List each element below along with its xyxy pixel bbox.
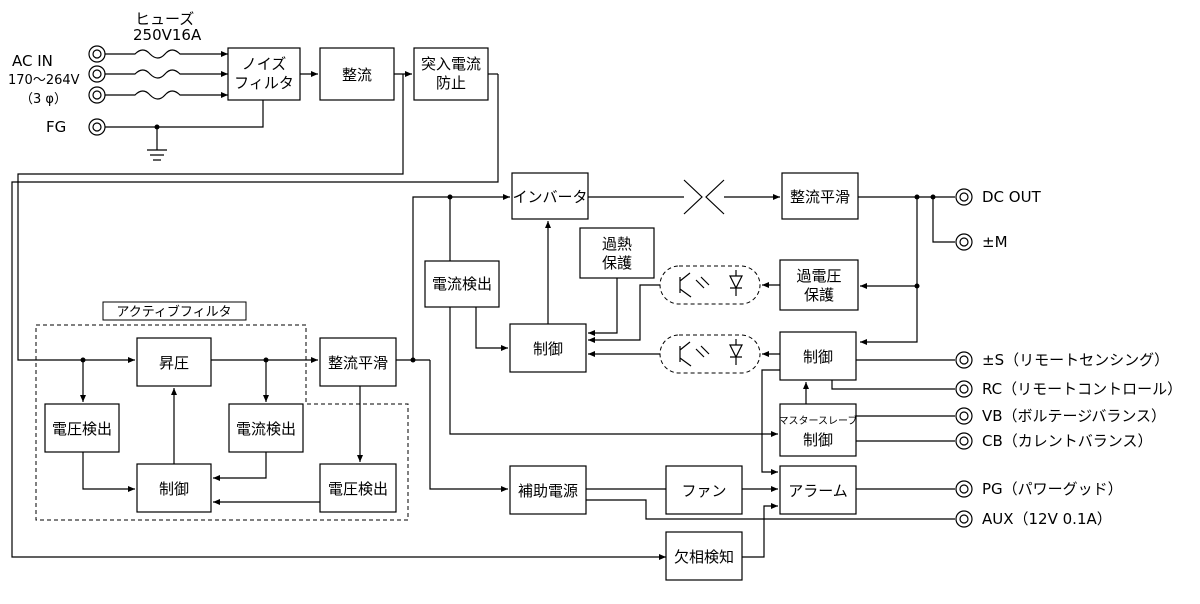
dc-out-label: DC OUT (982, 188, 1042, 206)
voltage-detect-block-2: 電圧検出 (319, 463, 397, 513)
terminal-pm-m (955, 233, 973, 251)
smoothing-block-2: 整流平滑 (781, 172, 859, 220)
svg-text:防止: 防止 (436, 74, 466, 92)
svg-text:マスタースレーブ: マスタースレーブ (779, 414, 858, 427)
af-voltage-detect-block: 電圧検出 (44, 403, 120, 453)
svg-text:ファン: ファン (681, 482, 726, 500)
boost-block: 昇圧 (136, 337, 212, 387)
inverter-block: インバータ (511, 172, 589, 220)
pm-m-label: ±M (982, 233, 1008, 251)
pm-s-label: ±S（リモートセンシング） (982, 351, 1169, 369)
fuse-symbol-1 (105, 49, 228, 59)
phase-detect-feed-line (11, 74, 666, 560)
svg-text:保護: 保護 (602, 254, 632, 272)
alarm-block: アラーム (779, 465, 857, 515)
svg-text:補助電源: 補助電源 (518, 482, 578, 500)
terminal-dc-out (955, 188, 973, 206)
svg-text:過電圧: 過電圧 (796, 267, 841, 285)
terminal-cb (955, 432, 973, 450)
terminal-pm-s (955, 351, 973, 369)
input-section: ヒューズ 250V16A AC IN 170～264V （3 φ） FG (8, 10, 264, 161)
cb-label: CB（カレントバランス） (982, 432, 1152, 450)
out-control-block: 制御 (779, 331, 857, 381)
fan-block: ファン (665, 465, 743, 515)
svg-text:整流平滑: 整流平滑 (790, 188, 850, 206)
rc-label: RC（リモートコントロール） (982, 380, 1182, 398)
ac-terminal-3 (88, 86, 106, 104)
overvoltage-protection-block: 過電圧 保護 (779, 259, 859, 311)
svg-text:制御: 制御 (159, 480, 189, 498)
rectifier-block: 整流 (319, 47, 395, 101)
svg-text:インバータ: インバータ (512, 188, 587, 206)
voltage-label: 170～264V (8, 73, 80, 88)
af-current-detect-block: 電流検出 (228, 403, 304, 453)
inv-control-block: 制御 (509, 323, 587, 373)
output-terminals: DC OUT ±M ±S（リモートセンシング） RC（リモートコントロール） V… (955, 188, 1182, 528)
ac-terminal-2 (88, 65, 106, 83)
svg-text:欠相検知: 欠相検知 (674, 548, 734, 566)
fg-terminal (88, 118, 106, 136)
optocoupler-icon-1 (659, 265, 761, 305)
optocoupler-icon-2 (659, 334, 761, 374)
ac-terminal-1 (88, 45, 106, 63)
terminal-vb (955, 407, 973, 425)
svg-text:制御: 制御 (533, 340, 563, 358)
svg-text:フィルタ: フィルタ (234, 74, 294, 92)
svg-text:昇圧: 昇圧 (159, 354, 189, 372)
svg-text:整流: 整流 (342, 66, 372, 84)
fuse-symbol-3 (105, 90, 228, 100)
svg-text:電圧検出: 電圧検出 (328, 480, 388, 498)
svg-text:整流平滑: 整流平滑 (328, 354, 388, 372)
vb-label: VB（ボルテージバランス） (982, 407, 1166, 425)
pg-label: PG（パワーグッド） (982, 480, 1123, 498)
svg-text:保護: 保護 (804, 286, 834, 304)
ground-icon (147, 149, 167, 161)
svg-text:過熱: 過熱 (602, 235, 632, 253)
smoothing-block-1: 整流平滑 (319, 337, 397, 387)
fuse-label: ヒューズ (135, 10, 194, 28)
fuse-symbol-2 (105, 69, 228, 79)
current-detect-block: 電流検出 (424, 260, 500, 308)
inrush-prevention-block: 突入電流 防止 (413, 47, 489, 101)
overheat-protection-block: 過熱 保護 (579, 227, 655, 279)
fg-label: FG (46, 118, 66, 136)
fuse-rating: 250V16A (133, 26, 202, 44)
phase-label: （3 φ） (20, 92, 67, 107)
af-control-block: 制御 (136, 463, 212, 513)
terminal-aux (955, 510, 973, 528)
boost-feed-line (17, 74, 404, 363)
aux-power-block: 補助電源 (509, 465, 587, 515)
active-filter-group: アクティブフィルタ (35, 301, 409, 521)
transformer-icon (683, 179, 725, 215)
svg-text:電圧検出: 電圧検出 (52, 420, 112, 438)
svg-text:電流検出: 電流検出 (432, 275, 492, 293)
svg-text:突入電流: 突入電流 (421, 55, 481, 73)
svg-text:アラーム: アラーム (788, 482, 848, 500)
svg-text:制御: 制御 (803, 431, 833, 449)
ac-in-label: AC IN (12, 52, 53, 70)
active-filter-label: アクティブフィルタ (116, 304, 231, 320)
terminal-rc (955, 380, 973, 398)
aux-label: AUX（12V 0.1A） (982, 510, 1112, 528)
phase-loss-detect-block: 欠相検知 (665, 531, 743, 581)
noise-filter-block: ノイズ フィルタ (227, 47, 301, 101)
terminal-pg (955, 480, 973, 498)
svg-text:ノイズ: ノイズ (242, 55, 287, 73)
svg-text:制御: 制御 (803, 348, 833, 366)
master-slave-control-block: マスタースレーブ 制御 (779, 403, 858, 457)
svg-text:電流検出: 電流検出 (236, 420, 296, 438)
